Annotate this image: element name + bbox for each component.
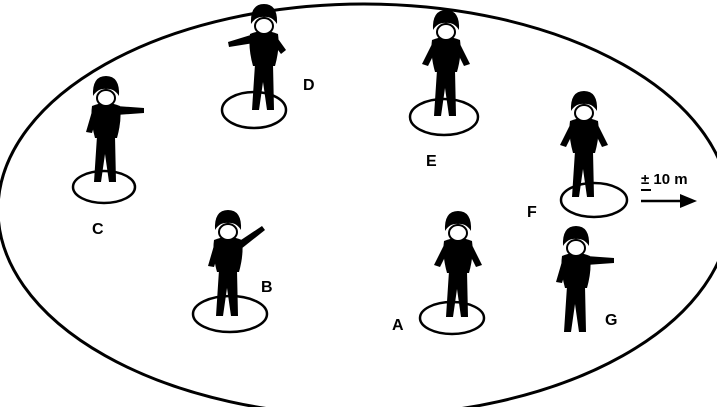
figure-d: D — [220, 3, 315, 130]
distance-indicator: ± 10 m — [641, 171, 697, 208]
label-g: G — [605, 312, 617, 329]
label-c: C — [92, 221, 104, 238]
label-a: A — [392, 317, 404, 334]
distance-label: ± 10 m — [641, 171, 688, 188]
figure-g: G — [556, 225, 617, 333]
distance-arrow-head — [680, 194, 697, 208]
ring-c — [71, 169, 137, 205]
figure-b: B — [191, 209, 273, 334]
label-b: B — [261, 279, 273, 296]
label-d: D — [303, 77, 315, 94]
figure-c: C — [71, 75, 144, 238]
figure-f: F — [527, 90, 629, 221]
figure-e: E — [408, 9, 480, 170]
label-e: E — [426, 153, 437, 170]
figure-a: A — [392, 210, 486, 336]
ring-e — [408, 97, 480, 137]
ring-f — [559, 181, 629, 219]
label-f: F — [527, 204, 537, 221]
